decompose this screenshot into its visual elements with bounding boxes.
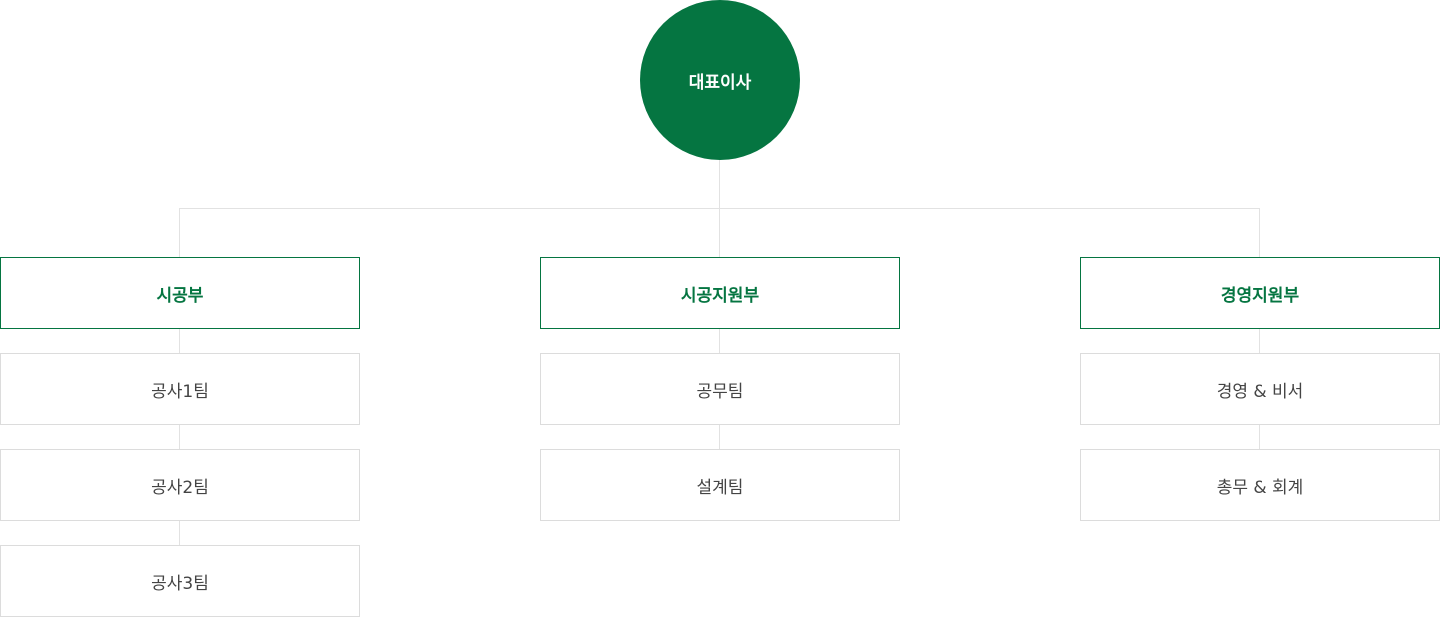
team-box: 공사3팀: [0, 545, 360, 617]
connector-dept3-down: [1259, 208, 1260, 257]
team-box: 경영 & 비서: [1080, 353, 1440, 425]
team-box: 총무 & 회계: [1080, 449, 1440, 521]
connector-dept1-teams: [179, 329, 180, 545]
team-box: 공사2팀: [0, 449, 360, 521]
ceo-node: 대표이사: [640, 0, 800, 160]
dept-label: 시공지원부: [680, 285, 760, 306]
team-label: 총무 & 회계: [1216, 477, 1304, 498]
team-box: 공무팀: [540, 353, 900, 425]
team-label: 공무팀: [696, 381, 744, 402]
team-label: 경영 & 비서: [1216, 381, 1304, 402]
team-box: 설계팀: [540, 449, 900, 521]
team-label: 공사3팀: [151, 573, 209, 594]
team-label: 설계팀: [696, 477, 744, 498]
dept-management-support: 경영지원부: [1080, 257, 1440, 329]
ceo-label: 대표이사: [688, 72, 752, 93]
team-box: 공사1팀: [0, 353, 360, 425]
connector-horizontal: [179, 208, 1260, 209]
connector-dept1-down: [179, 208, 180, 257]
dept-construction-support: 시공지원부: [540, 257, 900, 329]
dept-construction: 시공부: [0, 257, 360, 329]
team-label: 공사2팀: [151, 477, 209, 498]
dept-label: 시공부: [156, 285, 204, 306]
team-label: 공사1팀: [151, 381, 209, 402]
dept-label: 경영지원부: [1220, 285, 1300, 306]
